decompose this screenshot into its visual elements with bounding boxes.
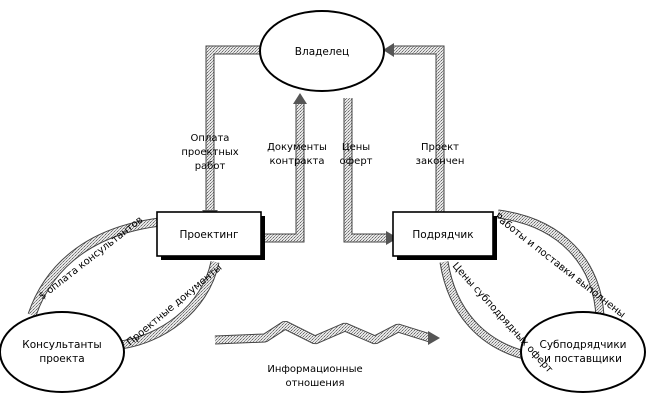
consultants-label-1: Консультанты — [22, 339, 101, 351]
arrow-head-owner-docs — [293, 93, 307, 104]
consultant-payment-label: $ оплата консультантов — [37, 214, 145, 302]
owner-node — [259, 10, 385, 92]
subcontractors-label-2: и поставщики — [544, 353, 622, 365]
bid-prices-label-2: оферт — [340, 156, 373, 167]
contractor-node — [392, 211, 494, 257]
works-supplies-label: Работы и поставки выполнены — [492, 212, 627, 321]
consultants-label-2: проекта — [39, 353, 84, 365]
bid-prices-label-1: Цены — [342, 142, 370, 153]
design-payment-label-2: проектных — [181, 147, 238, 158]
legend-label-2: отношения — [286, 378, 345, 389]
project-done-label-1: Проект — [421, 142, 459, 153]
flow-contractor-owner-band — [390, 45, 445, 212]
project-done-label-2: закончен — [416, 156, 465, 167]
design-label: Проектинг — [179, 229, 238, 241]
flow-owner-design-band — [205, 45, 262, 212]
subcontractors-label-1: Субподрядчики — [539, 339, 626, 351]
design-payment-label-3: работ — [195, 161, 226, 172]
subcontractors-node — [520, 311, 646, 393]
consultants-node — [0, 311, 125, 393]
arrow-head-owner-done — [383, 43, 394, 57]
contract-docs-label-1: Документы — [267, 142, 327, 153]
legend-label-1: Информационные — [267, 364, 362, 375]
flow-design-owner-band — [262, 100, 305, 243]
contract-docs-label-2: контракта — [270, 156, 325, 167]
owner-label: Владелец — [295, 46, 349, 58]
flow-consultant-payment-band — [27, 217, 161, 317]
contractor-label: Подрядчик — [412, 229, 473, 241]
flow-owner-contractor-band — [343, 98, 388, 243]
design-payment-label-1: Оплата — [191, 133, 230, 144]
flow-sub-bids-band — [439, 261, 530, 361]
arrow-head-contractor — [386, 231, 398, 245]
design-docs-label: Проектные документы — [125, 262, 225, 348]
